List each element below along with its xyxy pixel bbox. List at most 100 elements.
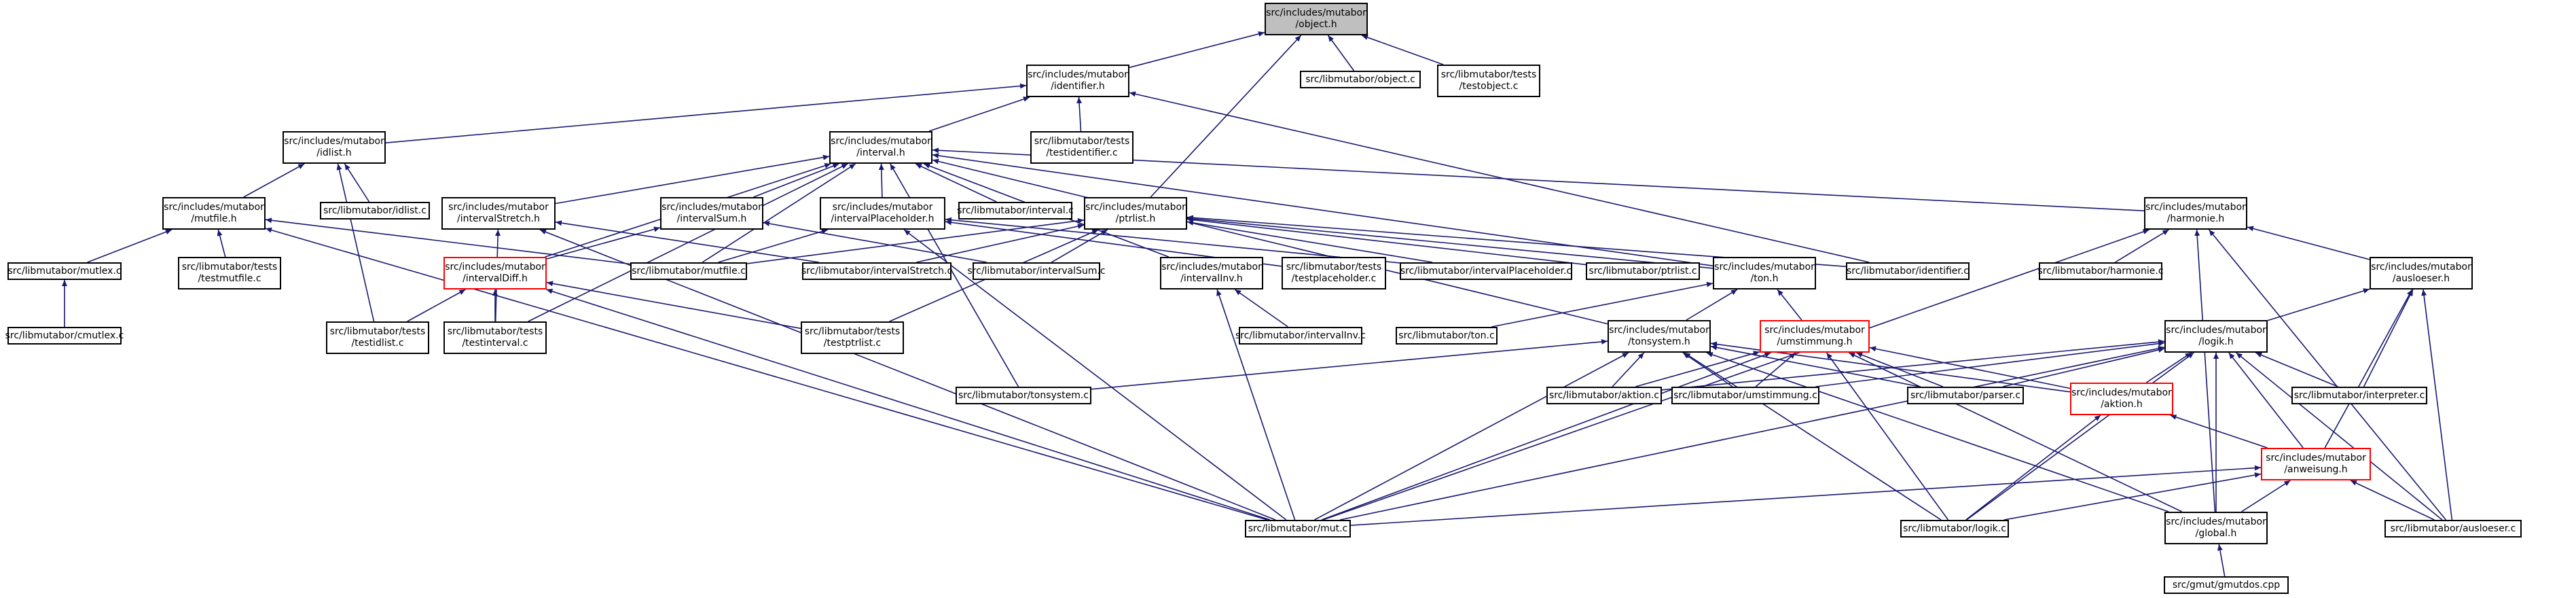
node-object-c[interactable]: src/libmutabor/object.c — [1300, 71, 1421, 88]
node-intervalStretch-c[interactable]: src/libmutabor/intervalStretch.c — [801, 262, 952, 280]
edge-global-h-to-harmonie-h — [2194, 229, 2216, 512]
node-testinterval-c[interactable]: src/libmutabor/tests/testinterval.c — [443, 321, 547, 354]
node-testptrlist-c[interactable]: src/libmutabor/tests/testptrlist.c — [801, 321, 904, 354]
node-label-file: /testplaceholder.c — [1291, 273, 1377, 284]
node-parser-c[interactable]: src/libmutabor/parser.c — [1907, 387, 2024, 404]
node-label-file: /intervalSum.h — [676, 213, 747, 224]
node-identifier-c[interactable]: src/libmutabor/identifier.c — [1846, 262, 1970, 280]
node-testplaceholder-c[interactable]: src/libmutabor/tests/testplaceholder.c — [1282, 257, 1386, 289]
node-logik-h[interactable]: src/includes/mutabor/logik.h — [2164, 320, 2268, 353]
node-label-path: src/includes/mutabor — [832, 202, 933, 213]
node-label-path: src/libmutabor/umstimmung.c — [1673, 389, 1817, 401]
node-mutlex-c[interactable]: src/libmutabor/mutlex.c — [7, 262, 122, 280]
edge-identifier-h-to-object-h — [1129, 31, 1265, 69]
node-label-path: src/libmutabor/parser.c — [1910, 389, 2021, 401]
node-label-path: src/gmut/gmutdos.cpp — [2172, 579, 2281, 591]
node-idlist-c[interactable]: src/libmutabor/idlist.c — [320, 202, 430, 219]
node-cmutlex-c[interactable]: src/libmutabor/cmutlex.c — [5, 327, 124, 345]
node-label-path: src/includes/mutabor — [2371, 262, 2471, 272]
node-identifier-h[interactable]: src/includes/mutabor/identifier.h — [1026, 65, 1129, 97]
node-tonsystem-c[interactable]: src/libmutabor/tonsystem.c — [956, 387, 1091, 404]
node-label-file: /ausloeser.h — [2392, 273, 2450, 284]
node-label-path: src/libmutabor/intervalInv.c — [1235, 330, 1366, 341]
edge-ausloeser-c-to-anweisung-h — [2350, 480, 2435, 521]
edge-logik-c-to-tonsystem-h — [1684, 352, 1942, 521]
node-intervalPlaceholder-h[interactable]: src/includes/mutabor/intervalPlaceholder… — [820, 197, 945, 230]
node-ausloeser-h[interactable]: src/includes/mutabor/ausloeser.h — [2370, 257, 2473, 289]
edge-mut-c-to-intervalPlaceholder-h — [903, 229, 1287, 521]
node-label-path: src/libmutabor/interval.c — [957, 205, 1074, 216]
edge-intervalDiff-h-to-intervalSum-h — [546, 226, 661, 260]
edge-mut-c-to-intervalInv-h — [1216, 289, 1296, 521]
node-intervalPlaceholder-c[interactable]: src/libmutabor/intervalPlaceholder.c — [1400, 262, 1572, 280]
edge-intervalSum-c-to-intervalSum-h — [763, 221, 987, 263]
node-global-h[interactable]: src/includes/mutabor/global.h — [2164, 512, 2268, 544]
node-label-path: src/libmutabor/ton.c — [1398, 330, 1495, 341]
node-interval-c[interactable]: src/libmutabor/interval.c — [957, 202, 1074, 219]
node-testidlist-c[interactable]: src/libmutabor/tests/testidlist.c — [326, 321, 429, 354]
edge-mutfile-c-to-mutfile-h — [265, 217, 631, 265]
node-aktion-h[interactable]: src/includes/mutabor/aktion.h — [2070, 383, 2173, 415]
edge-intervalInv-c-to-intervalInv-h — [1234, 289, 1288, 328]
node-label-path: src/includes/mutabor — [284, 136, 384, 147]
edge-umstimmung-c-to-tonsystem-h — [1682, 352, 1733, 387]
edge-mutfile-c-to-interval-h — [702, 163, 856, 263]
edge-logik-c-to-logik-h — [1966, 352, 2194, 521]
node-anweisung-h[interactable]: src/includes/mutabor/anweisung.h — [2261, 448, 2371, 480]
node-label-path: src/libmutabor/aktion.c — [1549, 389, 1659, 401]
edge-anweisung-h-to-logik-h — [2228, 352, 2304, 448]
node-label-path: src/libmutabor/harmonie.c — [2037, 265, 2164, 277]
node-aktion-c[interactable]: src/libmutabor/aktion.c — [1546, 387, 1662, 404]
node-testidentifier-c[interactable]: src/libmutabor/tests/testidentifier.c — [1030, 131, 1133, 164]
node-intervalSum-c[interactable]: src/libmutabor/intervalSum.c — [967, 262, 1106, 280]
node-intervalStretch-h[interactable]: src/includes/mutabor/intervalStretch.h — [441, 197, 556, 230]
node-object-h[interactable]: src/includes/mutabor/object.h — [1265, 3, 1368, 35]
edge-testptrlist-c-to-intervalDiff-h — [546, 281, 801, 330]
node-label-file: /identifier.h — [1051, 81, 1105, 92]
node-label-path: src/libmutabor/ptrlist.c — [1589, 265, 1697, 277]
node-umstimmung-c[interactable]: src/libmutabor/umstimmung.c — [1671, 387, 1819, 404]
node-label-path: src/libmutabor/mutfile.c — [632, 265, 746, 277]
node-umstimmung-h[interactable]: src/includes/mutabor/umstimmung.h — [1760, 320, 1870, 353]
node-label-file: /intervalInv.h — [1180, 273, 1243, 284]
node-label-path: src/libmutabor/logik.c — [1903, 523, 2006, 534]
edge-parser-c-to-tonsystem-h — [1710, 345, 1920, 387]
node-mutfile-c[interactable]: src/libmutabor/mutfile.c — [630, 262, 747, 280]
node-tonsystem-h[interactable]: src/includes/mutabor/tonsystem.h — [1608, 320, 1711, 353]
node-testobject-c[interactable]: src/libmutabor/tests/testobject.c — [1437, 65, 1540, 97]
node-label-path: src/includes/mutabor — [1764, 325, 1865, 336]
node-label-path: src/libmutabor/interpreter.c — [2293, 389, 2425, 401]
node-harmonie-c[interactable]: src/libmutabor/harmonie.c — [2037, 262, 2164, 280]
edge-mut-c-to-mutfile-h — [265, 227, 1268, 521]
node-label-path: src/libmutabor/cmutlex.c — [5, 330, 124, 341]
node-mutfile-h[interactable]: src/includes/mutabor/mutfile.h — [162, 197, 266, 230]
node-harmonie-h[interactable]: src/includes/mutabor/harmonie.h — [2144, 197, 2247, 230]
node-ausloeser-c[interactable]: src/libmutabor/ausloeser.c — [2384, 520, 2522, 538]
edge-ptrlist-h-to-object-h — [1150, 35, 1302, 198]
node-mut-c[interactable]: src/libmutabor/mut.c — [1245, 520, 1351, 538]
node-intervalInv-c[interactable]: src/libmutabor/intervalInv.c — [1235, 327, 1366, 345]
node-ptrlist-c[interactable]: src/libmutabor/ptrlist.c — [1586, 262, 1700, 280]
node-ton-c[interactable]: src/libmutabor/ton.c — [1396, 327, 1498, 345]
node-label-path: src/libmutabor/intervalSum.c — [967, 265, 1106, 277]
node-ton-h[interactable]: src/includes/mutabor/ton.h — [1713, 257, 1816, 289]
node-intervalInv-h[interactable]: src/includes/mutabor/intervalInv.h — [1160, 257, 1263, 289]
node-label-path: src/includes/mutabor — [1085, 202, 1186, 213]
node-label-file: /ptrlist.h — [1115, 213, 1156, 224]
node-label-file: /testobject.c — [1459, 81, 1519, 92]
node-label-path: src/includes/mutabor — [1028, 69, 1128, 80]
node-interval-h[interactable]: src/includes/mutabor/interval.h — [829, 131, 932, 164]
edge-global-h-to-anweisung-h — [2241, 480, 2291, 512]
node-label-path: src/includes/mutabor — [1609, 325, 1709, 336]
node-intervalDiff-h[interactable]: src/includes/mutabor/intervalDiff.h — [443, 257, 547, 289]
node-label-path: src/libmutabor/tests — [1034, 136, 1130, 147]
node-idlist-h[interactable]: src/includes/mutabor/idlist.h — [283, 131, 386, 164]
node-interpreter-c[interactable]: src/libmutabor/interpreter.c — [2291, 387, 2427, 404]
node-ptrlist-h[interactable]: src/includes/mutabor/ptrlist.h — [1084, 197, 1187, 230]
edge-interpreter-c-to-logik-h — [2255, 352, 2338, 387]
edge-idlist-h-to-identifier-h — [385, 83, 1027, 143]
node-intervalSum-h[interactable]: src/includes/mutabor/intervalSum.h — [660, 197, 763, 230]
node-gmutdos-cpp[interactable]: src/gmut/gmutdos.cpp — [2164, 576, 2289, 594]
node-logik-c[interactable]: src/libmutabor/logik.c — [1900, 520, 2009, 538]
node-testmutfile-c[interactable]: src/libmutabor/tests/testmutfile.c — [178, 257, 281, 289]
